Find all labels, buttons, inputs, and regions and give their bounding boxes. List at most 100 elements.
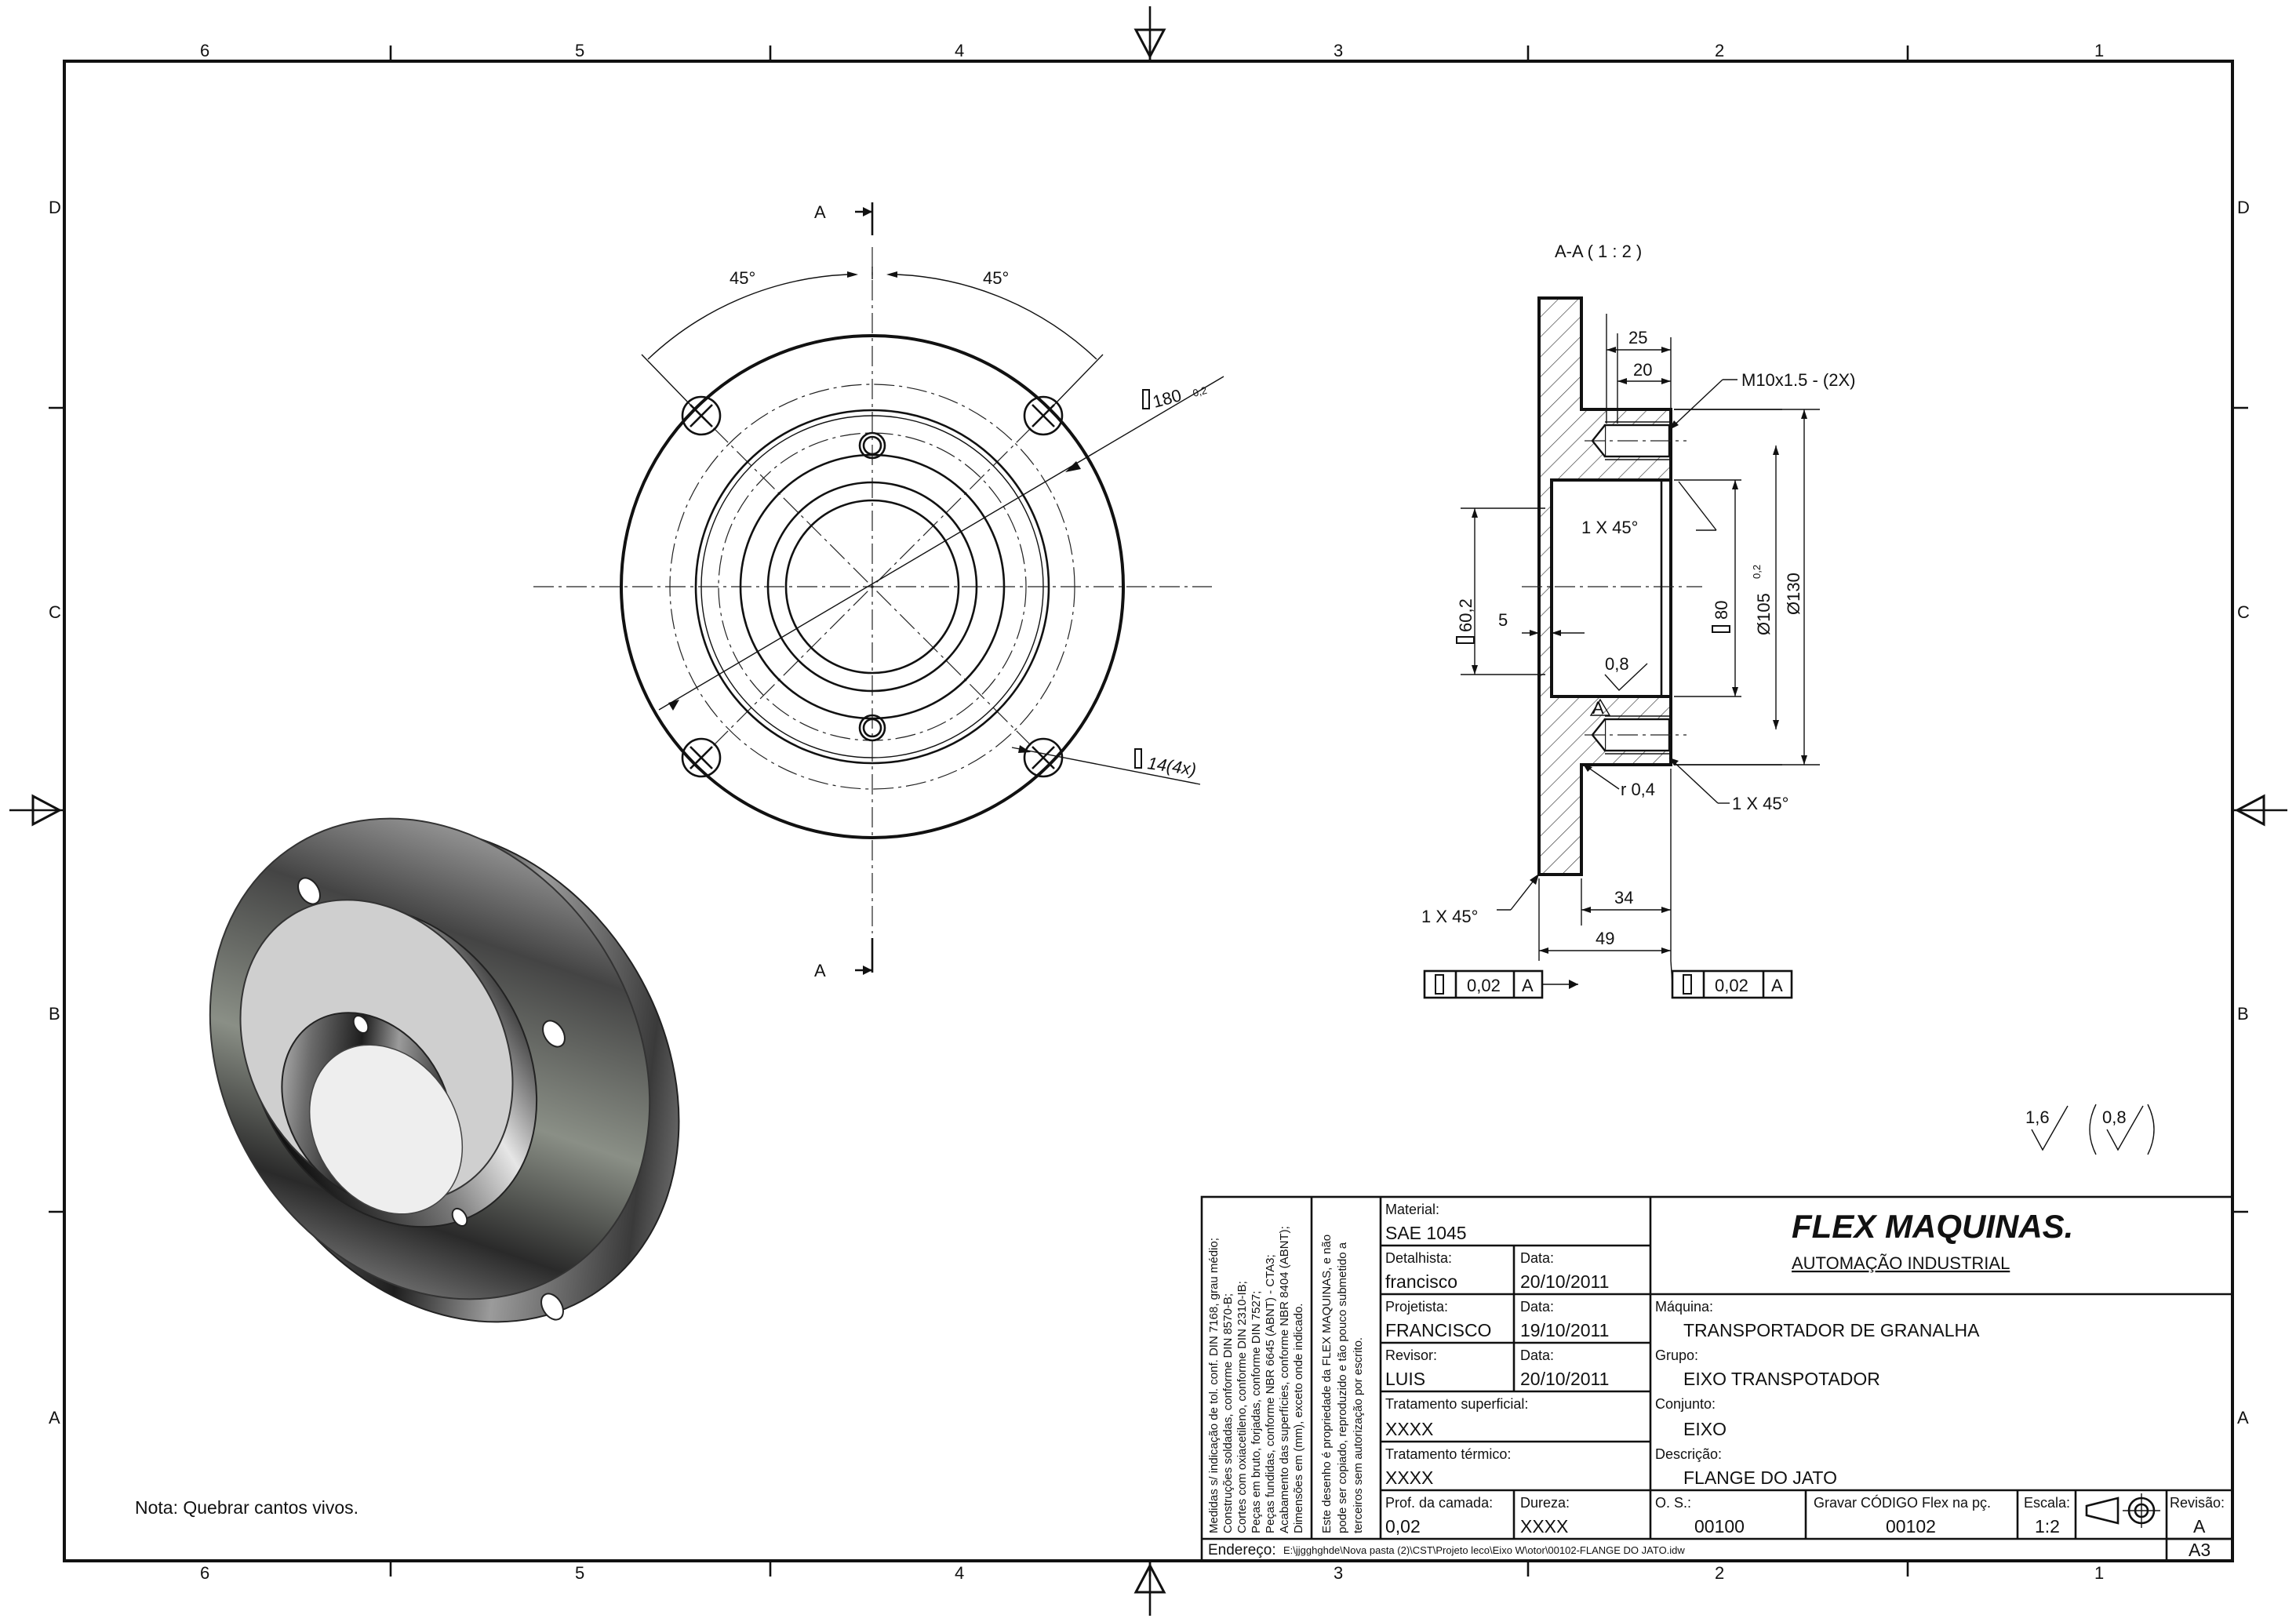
grupo-label: Grupo: (1655, 1347, 1698, 1363)
roughness-left: 1,6 (2025, 1107, 2050, 1127)
data2-value: 19/10/2011 (1520, 1320, 1609, 1340)
projetista-label: Projetista: (1385, 1299, 1448, 1315)
vertical-note: Dimensões em (mm), exceto onde indicado. (1292, 1304, 1305, 1533)
column-number: 5 (575, 41, 584, 60)
data-label: Data: (1520, 1299, 1554, 1315)
revisao-label: Revisão: (2170, 1495, 2225, 1511)
row-letter: B (49, 1004, 60, 1024)
column-number: 3 (1334, 1563, 1343, 1583)
company-name: FLEX MAQUINAS. (1792, 1208, 2073, 1246)
vertical-note: Peças em bruto, forjadas, conforme DIN 7… (1250, 1291, 1263, 1533)
tolerance-datum-left: A (1522, 976, 1534, 995)
projetista-value: FRANCISCO (1385, 1320, 1491, 1340)
gravar-value: 00102 (1886, 1516, 1936, 1537)
gravar-label: Gravar CÓDIGO Flex na pç. (1814, 1494, 1991, 1511)
chamfer-right: 1 X 45° (1732, 794, 1788, 813)
tolerance-datum-right: A (1771, 976, 1783, 995)
dureza-label: Dureza: (1520, 1495, 1570, 1511)
dim-49: 49 (1596, 929, 1614, 948)
trat-sup-label: Tratamento superficial: (1385, 1396, 1528, 1412)
front-view: A A 45° 45° 180 0,2 14(4x) (533, 202, 1224, 980)
column-number: 6 (200, 1563, 209, 1583)
column-number: 1 (2094, 1563, 2104, 1583)
row-letter: D (2237, 198, 2250, 217)
isometric-render (209, 817, 680, 1323)
vertical-note: Cortes com oxiacetileno, conforme DIN 23… (1235, 1281, 1249, 1533)
column-number: 5 (575, 1563, 584, 1583)
section-label-top: A (814, 202, 826, 222)
vertical-note: Acabamento das superfícies, conforme NBR… (1278, 1226, 1291, 1533)
column-number: 6 (200, 41, 209, 60)
os-label: O. S.: (1655, 1495, 1691, 1511)
revisor-label: Revisor: (1385, 1347, 1437, 1363)
row-letter: A (49, 1408, 60, 1427)
bolt-circle-dimension: 180 0,2 (1142, 384, 1208, 412)
trat-term-value: XXXX (1385, 1467, 1433, 1488)
chamfer-left: 1 X 45° (1421, 907, 1478, 926)
detalhista-label: Detalhista: (1385, 1250, 1452, 1266)
conjunto-value: EIXO (1683, 1419, 1727, 1439)
vertical-note: Peças fundidas, conforme NBR 6645 (ABNT)… (1264, 1254, 1277, 1533)
dim-20: 20 (1633, 360, 1652, 380)
column-number: 4 (955, 1563, 964, 1583)
vertical-note: Construções soldadas, conforme DIN 8570-… (1221, 1293, 1235, 1533)
vertical-note: pode ser copiado, reproduzido e tão pouc… (1336, 1242, 1349, 1533)
sheet-frame: 6 5 4 3 2 1 6 5 4 3 2 1 D C B A D C B A (9, 6, 2287, 1616)
sheet-note: Nota: Quebrar cantos vivos. (135, 1497, 358, 1518)
row-letter: D (49, 198, 61, 217)
radius-callout: r 0,4 (1621, 780, 1655, 799)
data-label: Data: (1520, 1347, 1554, 1363)
vertical-note: terceiros sem autorização por escrito. (1352, 1337, 1365, 1533)
prof-value: 0,02 (1385, 1516, 1421, 1537)
data1-value: 20/10/2011 (1520, 1271, 1609, 1292)
endereco-label: Endereço: (1208, 1542, 1276, 1558)
angle-left-label: 45° (730, 268, 755, 288)
roughness-right: 0,8 (2102, 1107, 2127, 1127)
row-letter: C (49, 602, 61, 622)
tolerance-value-right: 0,02 (1715, 976, 1748, 995)
maquina-label: Máquina: (1655, 1299, 1713, 1315)
revisor-value: LUIS (1385, 1369, 1425, 1389)
dim-130: Ø130 (1784, 573, 1803, 615)
material-value: SAE 1045 (1385, 1223, 1467, 1243)
dureza-value: XXXX (1520, 1516, 1568, 1537)
descricao-value: FLANGE DO JATO (1683, 1467, 1837, 1488)
column-number: 2 (1715, 41, 1724, 60)
conjunto-label: Conjunto: (1655, 1396, 1716, 1412)
company-subtitle: AUTOMAÇÃO INDUSTRIAL (1792, 1253, 2010, 1273)
dim-80: 80 (1712, 601, 1731, 620)
vertical-notes: Medidas s/ indicação de tol. conf. DIN 7… (1207, 1226, 1365, 1533)
os-value: 00100 (1694, 1516, 1745, 1537)
material-label: Material: (1385, 1202, 1439, 1217)
row-letter: A (2237, 1408, 2249, 1427)
datum-label-a: A (1592, 698, 1604, 718)
section-label-bottom: A (814, 961, 826, 980)
trat-sup-value: XXXX (1385, 1419, 1433, 1439)
vertical-note: Medidas s/ indicação de tol. conf. DIN 7… (1207, 1238, 1221, 1533)
roughness-symbols: 1,6 0,8 (2025, 1104, 2155, 1155)
dim-25: 25 (1628, 328, 1647, 347)
column-number: 4 (955, 41, 964, 60)
title-block: Medidas s/ indicação de tol. conf. DIN 7… (1200, 1195, 2234, 1562)
angle-right-label: 45° (983, 268, 1009, 288)
trat-term-label: Tratamento térmico: (1385, 1446, 1511, 1462)
tolerance-value-left: 0,02 (1467, 976, 1501, 995)
row-letter: B (2237, 1004, 2249, 1024)
dim-5: 5 (1498, 610, 1508, 630)
detalhista-value: francisco (1385, 1271, 1457, 1292)
dim-105-tol: 0,2 (1751, 565, 1763, 579)
bolt-circle-tol: 0,2 (1192, 384, 1208, 399)
column-number: 1 (2094, 41, 2104, 60)
maquina-value: TRANSPORTADOR DE GRANALHA (1683, 1320, 1980, 1340)
vertical-note: Este desenho é propriedade da FLEX MAQUI… (1320, 1235, 1334, 1533)
projection-symbol-icon (2085, 1493, 2160, 1528)
section-view: A-A ( 1 : 2 ) 25 20 M10x1.5 - (2X) (1421, 242, 1856, 999)
endereco-value: E:\jjgghghde\Nova pasta (2)\CST\Projeto … (1283, 1544, 1685, 1556)
grupo-value: EIXO TRANSPOTADOR (1683, 1369, 1880, 1389)
section-title: A-A ( 1 : 2 ) (1555, 242, 1642, 261)
column-number: 2 (1715, 1563, 1724, 1583)
surface-finish-08: 0,8 (1605, 654, 1629, 674)
dim-60-2: 60,2 (1456, 598, 1475, 632)
data3-value: 20/10/2011 (1520, 1369, 1609, 1389)
